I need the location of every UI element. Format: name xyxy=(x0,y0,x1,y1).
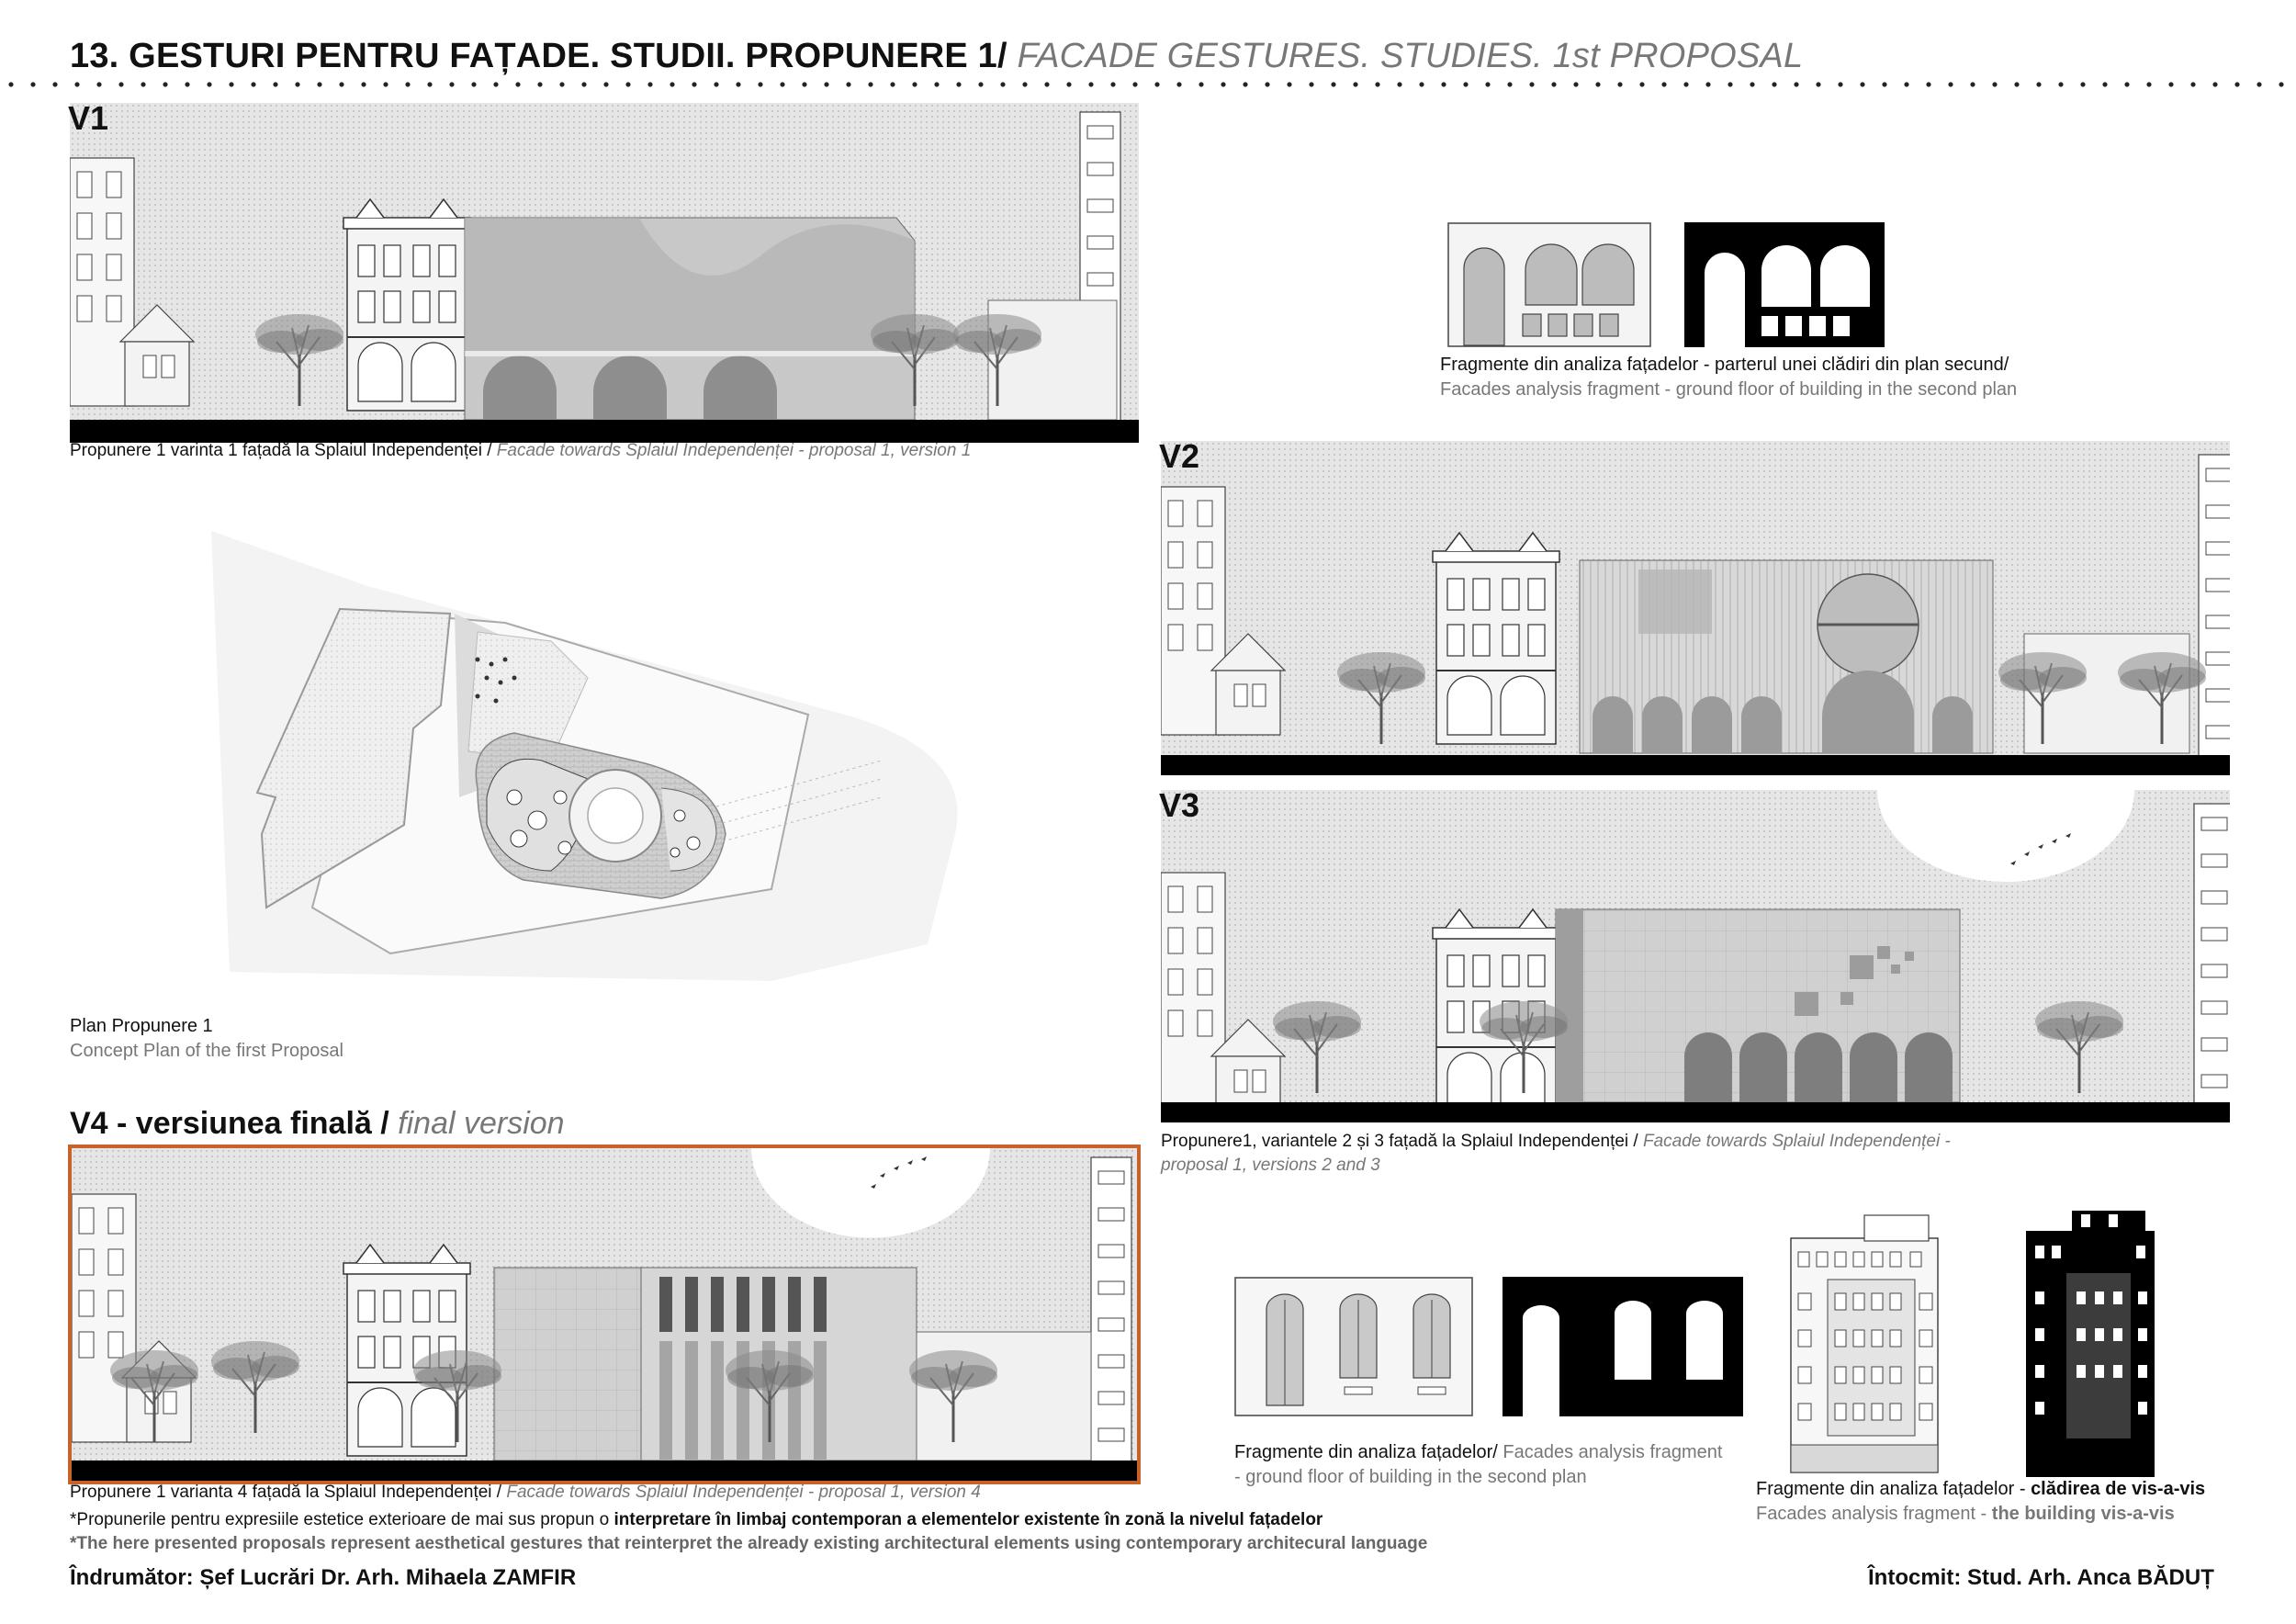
title-ro: 13. GESTURI PENTRU FAȚADE. STUDII. PROPU… xyxy=(70,37,1007,75)
v3-caption: Propunere1, variantele 2 și 3 fațadă la … xyxy=(1161,1130,1951,1178)
v4-caption-en: Facade towards Splaiul Independenței - p… xyxy=(506,1483,981,1502)
v1-label: V1 xyxy=(68,99,109,137)
note-ro-part2: interpretare în limbaj contemporan a ele… xyxy=(613,1510,1323,1529)
fragment-right-caption-en-2: the building vis-a-vis xyxy=(1991,1504,2175,1524)
v4-caption: Propunere 1 varianta 4 fațadă la Splaiul… xyxy=(70,1481,981,1505)
fragment-right-caption-en-1: Facades analysis fragment - xyxy=(1756,1504,1992,1524)
note-ro: *Propunerile pentru expresiile estetice … xyxy=(70,1508,1322,1532)
fragment-mid-elevation xyxy=(1234,1277,1473,1416)
fragment-top-abstraction xyxy=(1684,222,1885,347)
plan-caption: Plan Propunere 1 Concept Plan of the fir… xyxy=(70,1014,343,1064)
fragment-top-caption-ro: Fragmente din analiza fațadelor - parter… xyxy=(1440,355,2009,375)
v2-facade-drawing xyxy=(1161,441,2230,775)
v4-title: V4 - versiunea finală / final version xyxy=(70,1106,565,1142)
title-en: FACADE GESTURES. STUDIES. 1st PROPOSAL xyxy=(1007,37,1804,75)
fragment-top-caption-en: Facades analysis fragment - ground floor… xyxy=(1440,379,2018,400)
fragment-mid-caption-en-1: Facades analysis fragment xyxy=(1503,1442,1723,1462)
v4-title-ro: V4 - versiunea finală / xyxy=(70,1106,399,1141)
plan-caption-en: Concept Plan of the first Proposal xyxy=(70,1041,343,1061)
fragment-mid-caption: Fragmente din analiza fațadelor/ Facades… xyxy=(1234,1440,1749,1490)
plan-caption-ro: Plan Propunere 1 xyxy=(70,1016,213,1036)
v1-caption-en: Facade towards Splaiul Independenței - p… xyxy=(496,441,972,460)
fragment-top-elevation xyxy=(1447,222,1651,347)
v3-caption-en-2: proposal 1, versions 2 and 3 xyxy=(1161,1156,1380,1175)
dotted-divider xyxy=(0,81,2296,88)
fragment-right-caption-ro-2: clădirea de vis-a-vis xyxy=(2031,1479,2206,1499)
v1-caption-ro: Propunere 1 varinta 1 fațadă la Splaiul … xyxy=(70,441,497,460)
v3-facade-drawing xyxy=(1161,790,2230,1122)
footer-supervisor: Îndrumător: Șef Lucrări Dr. Arh. Mihaela… xyxy=(70,1565,577,1590)
note-ro-part1: *Propunerile pentru expresiile estetice … xyxy=(70,1510,614,1529)
fragment-mid-abstraction xyxy=(1503,1277,1743,1416)
v4-title-en: final version xyxy=(398,1106,565,1141)
v3-label: V3 xyxy=(1159,786,1200,824)
fragment-right-caption-ro-1: Fragmente din analiza fațadelor - xyxy=(1756,1479,2032,1499)
fragment-top-caption: Fragmente din analiza fațadelor - parter… xyxy=(1440,353,2101,402)
v4-facade-drawing xyxy=(68,1145,1141,1484)
fragment-mid-caption-en-2: - ground floor of building in the second… xyxy=(1234,1467,1587,1487)
footer-author: Întocmit: Stud. Arh. Anca BĂDUȚ xyxy=(1868,1565,2214,1590)
fragment-mid-caption-ro: Fragmente din analiza fațadelor/ xyxy=(1234,1442,1503,1462)
concept-plan-drawing xyxy=(202,522,992,992)
note-en: *The here presented proposals represent … xyxy=(70,1534,1428,1553)
page-title: 13. GESTURI PENTRU FAȚADE. STUDII. PROPU… xyxy=(70,37,1803,76)
v1-facade-drawing xyxy=(70,103,1139,443)
fragment-right-elevation xyxy=(1782,1211,1947,1477)
fragment-right-caption: Fragmente din analiza fațadelor - clădir… xyxy=(1756,1477,2270,1527)
v4-caption-ro: Propunere 1 varianta 4 fațadă la Splaiul… xyxy=(70,1483,507,1502)
fragment-right-abstraction xyxy=(2026,1209,2155,1477)
v1-caption: Propunere 1 varinta 1 fațadă la Splaiul … xyxy=(70,439,971,463)
v3-caption-ro: Propunere1, variantele 2 și 3 fațadă la … xyxy=(1161,1132,1643,1151)
v2-label: V2 xyxy=(1159,437,1200,475)
v3-caption-en-1: Facade towards Splaiul Independenței - xyxy=(1642,1132,1951,1151)
